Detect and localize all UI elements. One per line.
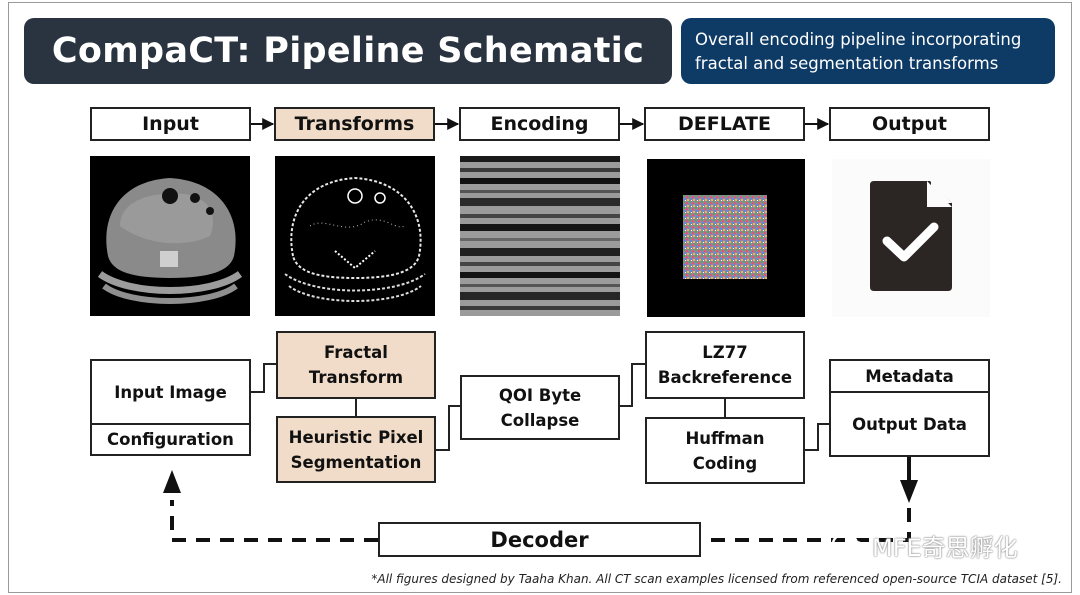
connector-huffman-output	[805, 423, 830, 451]
subtitle-line-2: fractal and segmentation transforms	[695, 54, 999, 73]
stage-transforms: Transforms	[274, 107, 435, 141]
configuration-box: Configuration	[90, 423, 251, 456]
heuristic-segmentation-line-1: Heuristic Pixel	[288, 427, 424, 447]
fractal-transform-line-2: Transform	[308, 368, 404, 387]
qoi-line-1: QOI Byte	[498, 385, 582, 405]
heuristic-segmentation-line-2: Segmentation	[290, 452, 422, 472]
stage-deflate: DEFLATE	[644, 107, 805, 141]
decoder-loop-dashed	[170, 500, 911, 542]
lz77-backreference-box: LZ77 Backreference	[645, 331, 805, 399]
output-document-check-icon	[832, 159, 990, 317]
huffman-line-1: Huffman	[685, 428, 765, 448]
deflate-noise-image	[647, 159, 805, 317]
output-data-box: Output Data	[829, 391, 990, 457]
fractal-transform-image	[275, 156, 435, 316]
watermark: MFE奇思孵化	[832, 528, 1018, 563]
metadata-box: Metadata	[829, 359, 990, 393]
subtitle-box: Overall encoding pipeline incorporating …	[681, 18, 1055, 84]
wechat-icon	[832, 532, 866, 559]
heuristic-segmentation-box: Heuristic Pixel Segmentation	[276, 416, 436, 483]
lz77-line-2: Backreference	[657, 368, 793, 387]
output-down-arrow-head	[900, 480, 918, 503]
qoi-byte-collapse-box: QOI Byte Collapse	[460, 375, 620, 440]
lz77-line-1: LZ77	[702, 343, 748, 362]
connector-input-fractal	[250, 363, 276, 393]
input-up-arrow-head	[163, 470, 181, 493]
stage-encoding: Encoding	[459, 107, 620, 141]
page-title: CompaCT: Pipeline Schematic	[24, 18, 672, 84]
qoi-line-2: Collapse	[500, 410, 580, 430]
fractal-transform-box: Fractal Transform	[276, 331, 436, 399]
footnote: *All figures designed by Taaha Khan. All…	[371, 572, 1062, 586]
huffman-coding-box: Huffman Coding	[645, 417, 805, 484]
stage-output: Output	[829, 107, 990, 141]
connector-qoi-lz77	[620, 363, 645, 407]
fractal-transform-line-1: Fractal	[324, 343, 388, 362]
ct-scan-image	[90, 156, 250, 316]
watermark-text: MFE奇思孵化	[872, 534, 1018, 562]
decoder-box: Decoder	[378, 522, 701, 557]
stage-input: Input	[90, 107, 251, 141]
subtitle-line-1: Overall encoding pipeline incorporating	[695, 30, 1022, 49]
encoding-stripes-image	[460, 156, 620, 316]
connector-heuristic-qoi	[436, 405, 460, 451]
input-image-box: Input Image	[90, 359, 251, 425]
huffman-line-2: Coding	[692, 453, 758, 473]
